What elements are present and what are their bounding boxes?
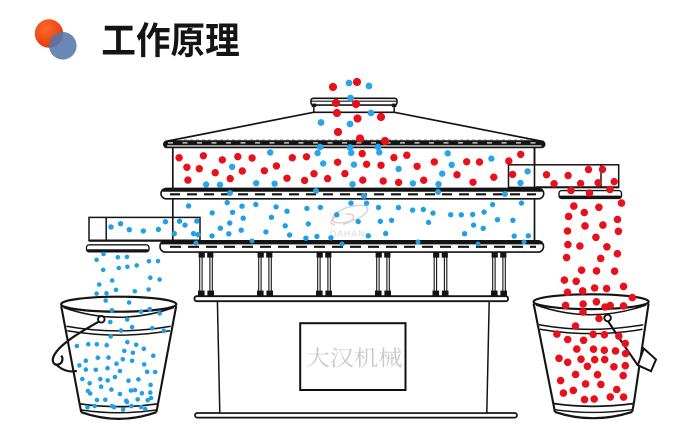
svg-text:DAHAN: DAHAN: [330, 229, 365, 239]
